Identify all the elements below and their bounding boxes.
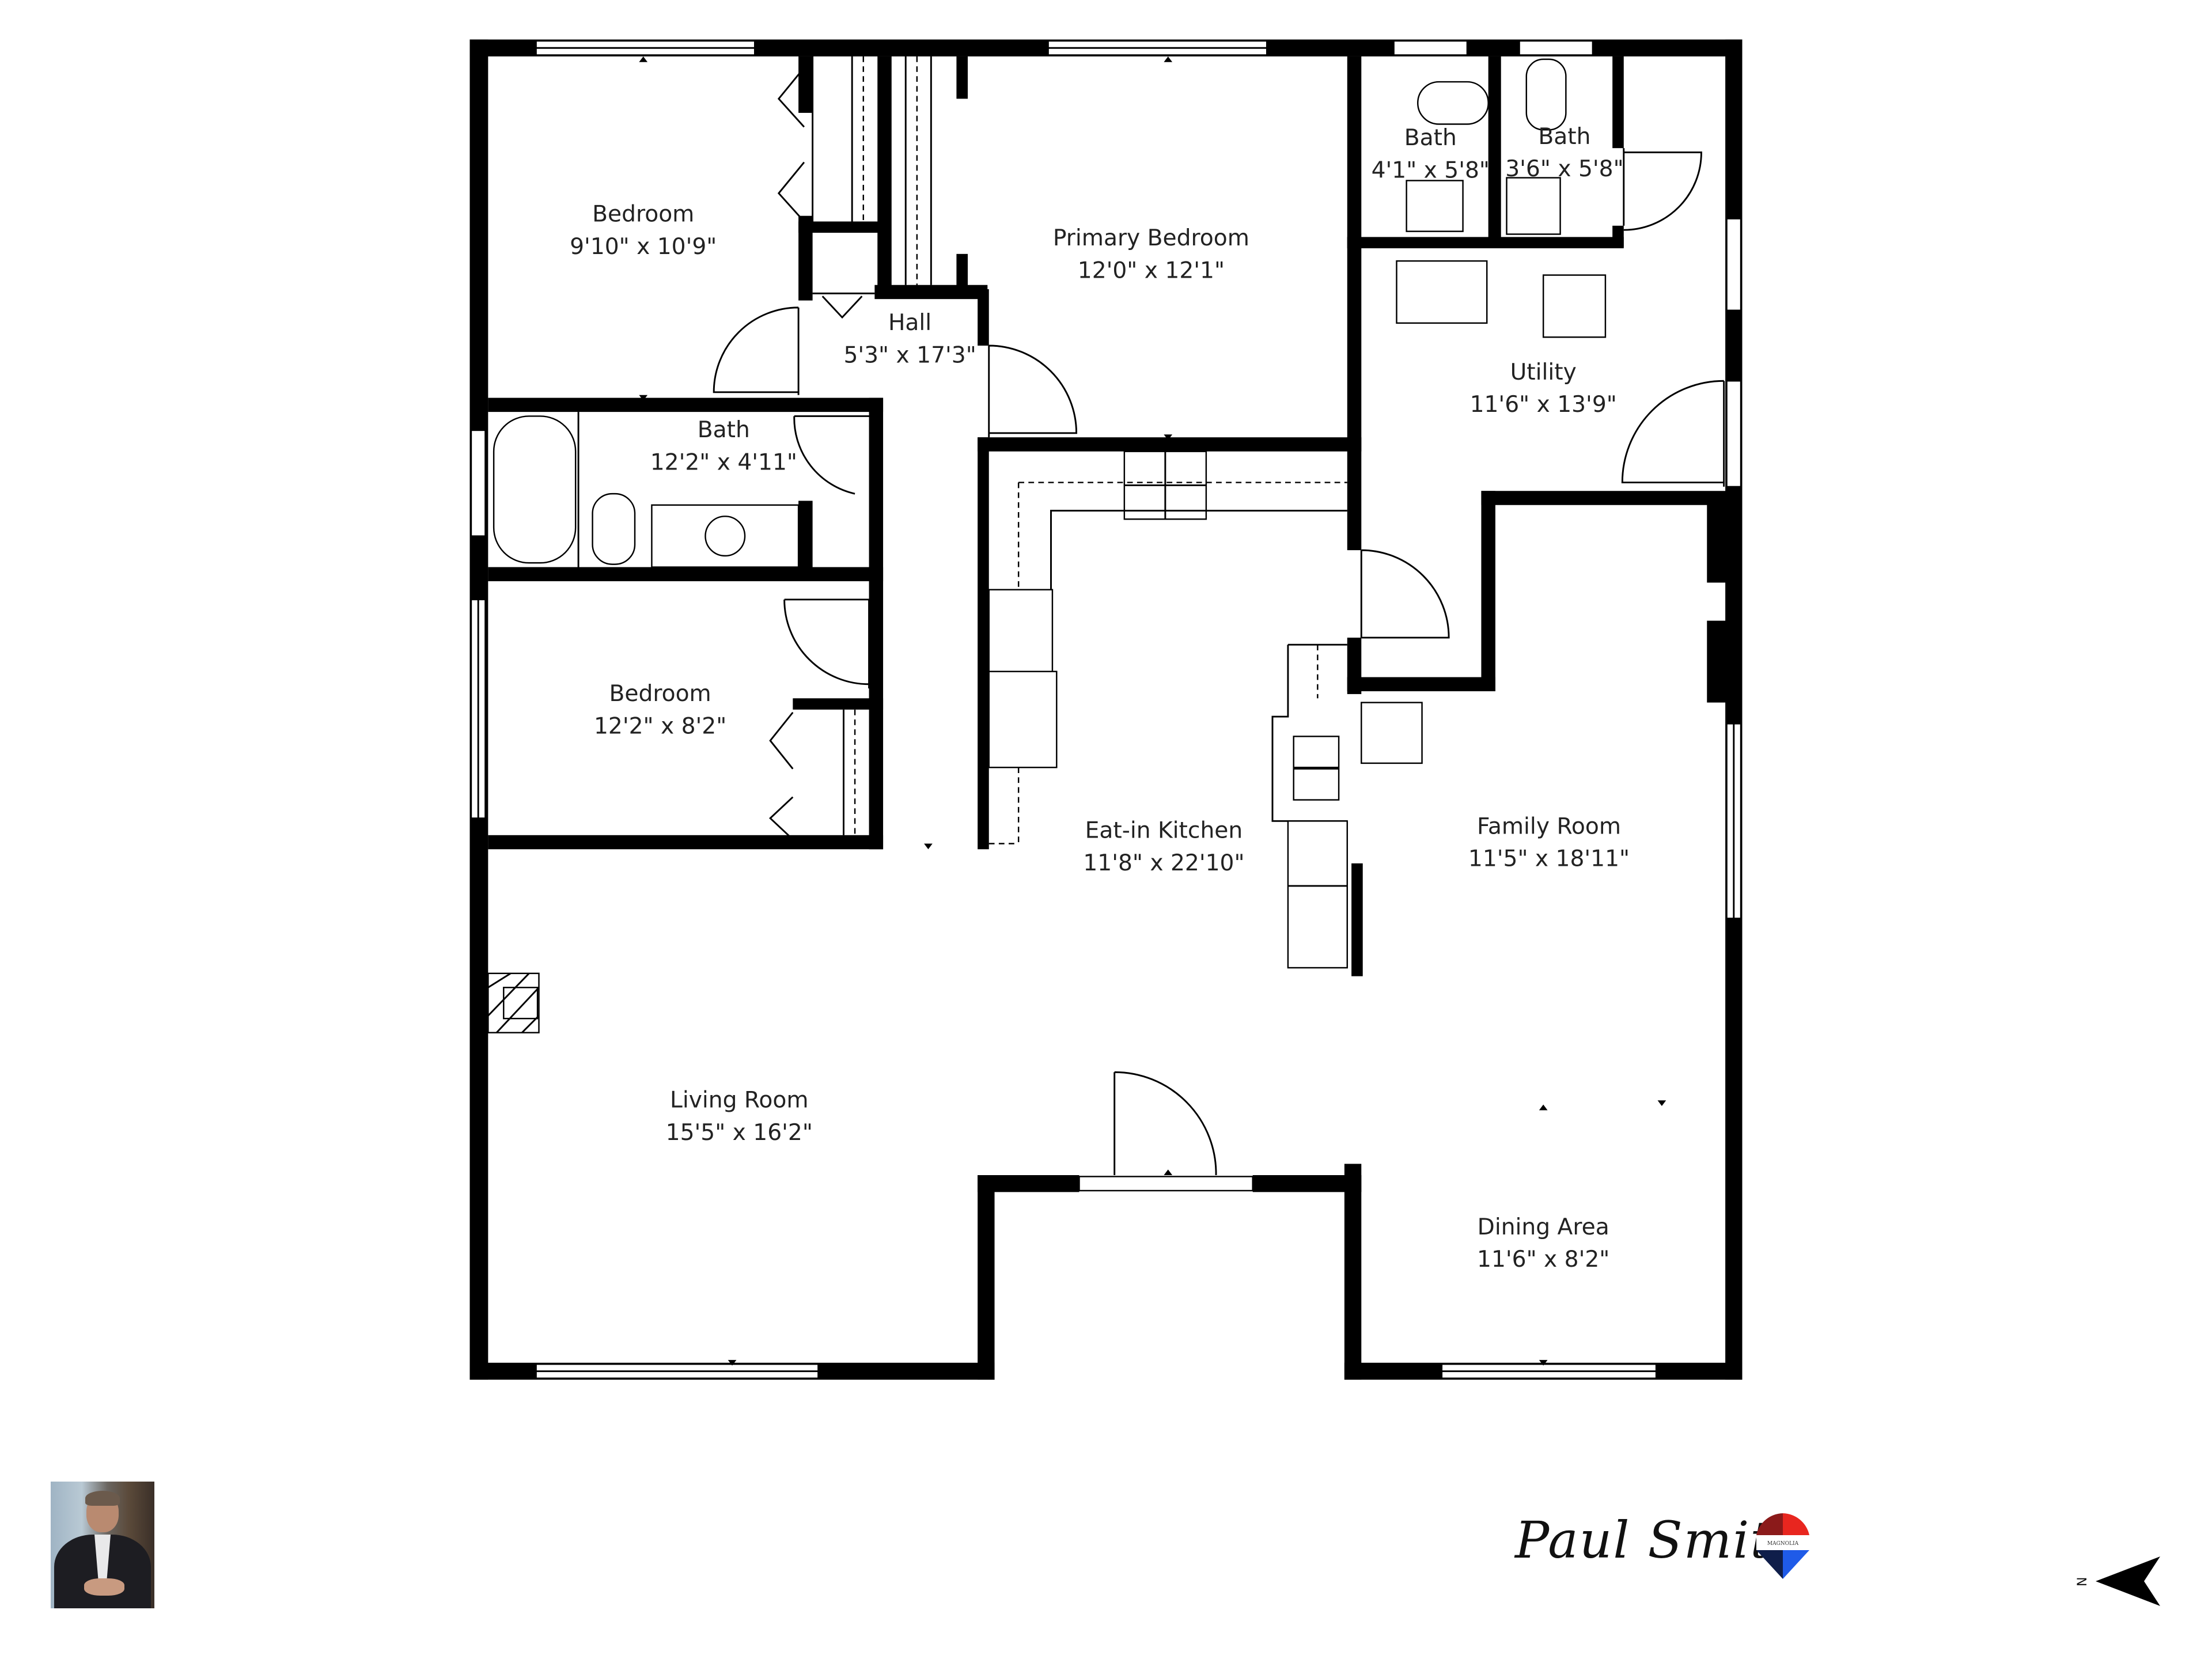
room-dims: 9'10" x 10'9": [570, 234, 717, 260]
doors: [713, 148, 1725, 1176]
room-dims: 12'2" x 8'2": [594, 713, 726, 739]
fixtures: [487, 58, 1607, 1033]
room-dims: 3'6" x 5'8": [1505, 156, 1623, 182]
agent-photo: [51, 1482, 154, 1608]
photo-hair: [85, 1491, 120, 1506]
room-dims: 15'5" x 16'2": [666, 1120, 813, 1146]
room-label: Family Room: [1477, 813, 1621, 839]
room-label: Living Room: [670, 1087, 808, 1113]
dimension-markers: [639, 56, 1666, 1366]
closets: [768, 56, 932, 840]
room-dims: 11'6" x 8'2": [1477, 1247, 1609, 1272]
room-label: Utility: [1510, 359, 1577, 385]
room-label: Bedroom: [609, 681, 711, 707]
room-label: Bath: [1538, 124, 1590, 150]
room-dims: 4'1" x 5'8": [1372, 158, 1490, 184]
room-dims: 12'2" x 4'11": [650, 450, 797, 476]
room-label: Bedroom: [592, 201, 694, 227]
windows: [470, 40, 1742, 1379]
logo-text: MAGNOLIA: [1767, 1541, 1799, 1547]
room-label: Primary Bedroom: [1053, 225, 1249, 251]
interior-walls: [488, 56, 1736, 976]
room-label: Dining Area: [1478, 1214, 1609, 1240]
magnolia-logo: MAGNOLIA: [1756, 1513, 1809, 1579]
room-dims: 11'8" x 22'10": [1083, 850, 1244, 876]
north-arrow-icon: N: [2075, 1556, 2160, 1606]
room-label: Bath: [698, 417, 750, 443]
room-dims: 12'0" x 12'1": [1078, 257, 1225, 283]
north-label: N: [2075, 1577, 2090, 1586]
photo-hands: [84, 1578, 124, 1596]
room-dims: 11'5" x 18'11": [1468, 846, 1630, 872]
room-label: Bath: [1404, 125, 1457, 151]
room-dims: 5'3" x 17'3": [843, 342, 976, 368]
room-dims: 11'6" x 13'9": [1470, 392, 1617, 418]
room-labels: Bedroom 9'10" x 10'9" Hall 5'3" x 17'3" …: [570, 124, 1630, 1272]
room-label: Eat-in Kitchen: [1085, 818, 1243, 844]
room-label: Hall: [888, 310, 931, 336]
agent-signature: Paul Smith: [1515, 1510, 1806, 1570]
